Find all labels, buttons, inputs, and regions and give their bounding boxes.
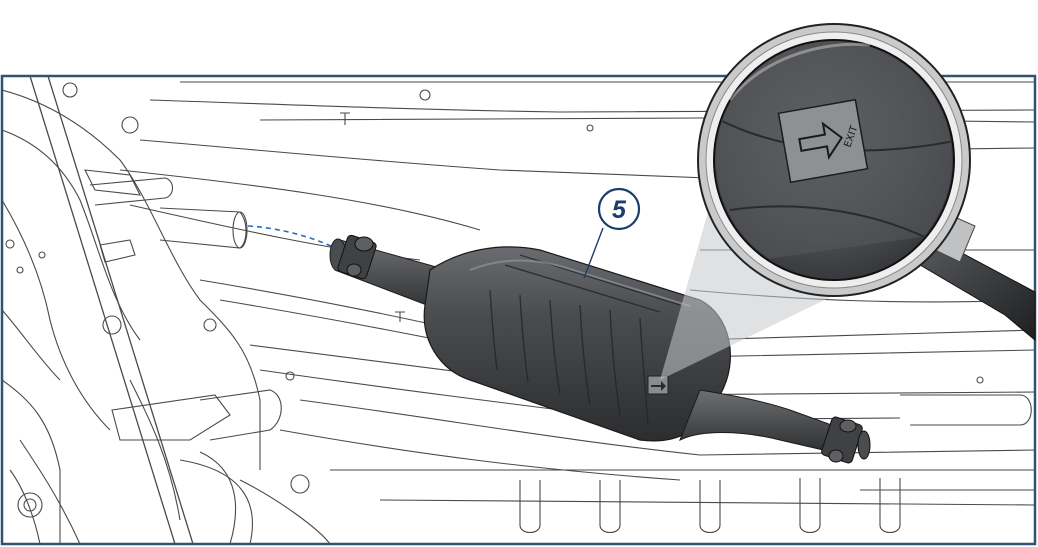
callout-number: 5: [612, 196, 627, 224]
arrow-right-icon-small: [651, 381, 666, 391]
magnifying-glass-icon: EXIT: [697, 23, 1036, 342]
arrow-right-icon: [798, 121, 844, 160]
catalytic-converter: [329, 234, 871, 464]
inlet-clamp: [337, 234, 377, 280]
callout-5: 5: [597, 187, 641, 231]
outlet-clamp: [821, 416, 863, 464]
figure-frame: [0, 74, 1037, 546]
exit-marker-plate: [777, 98, 869, 184]
callout-leader: [583, 227, 604, 279]
